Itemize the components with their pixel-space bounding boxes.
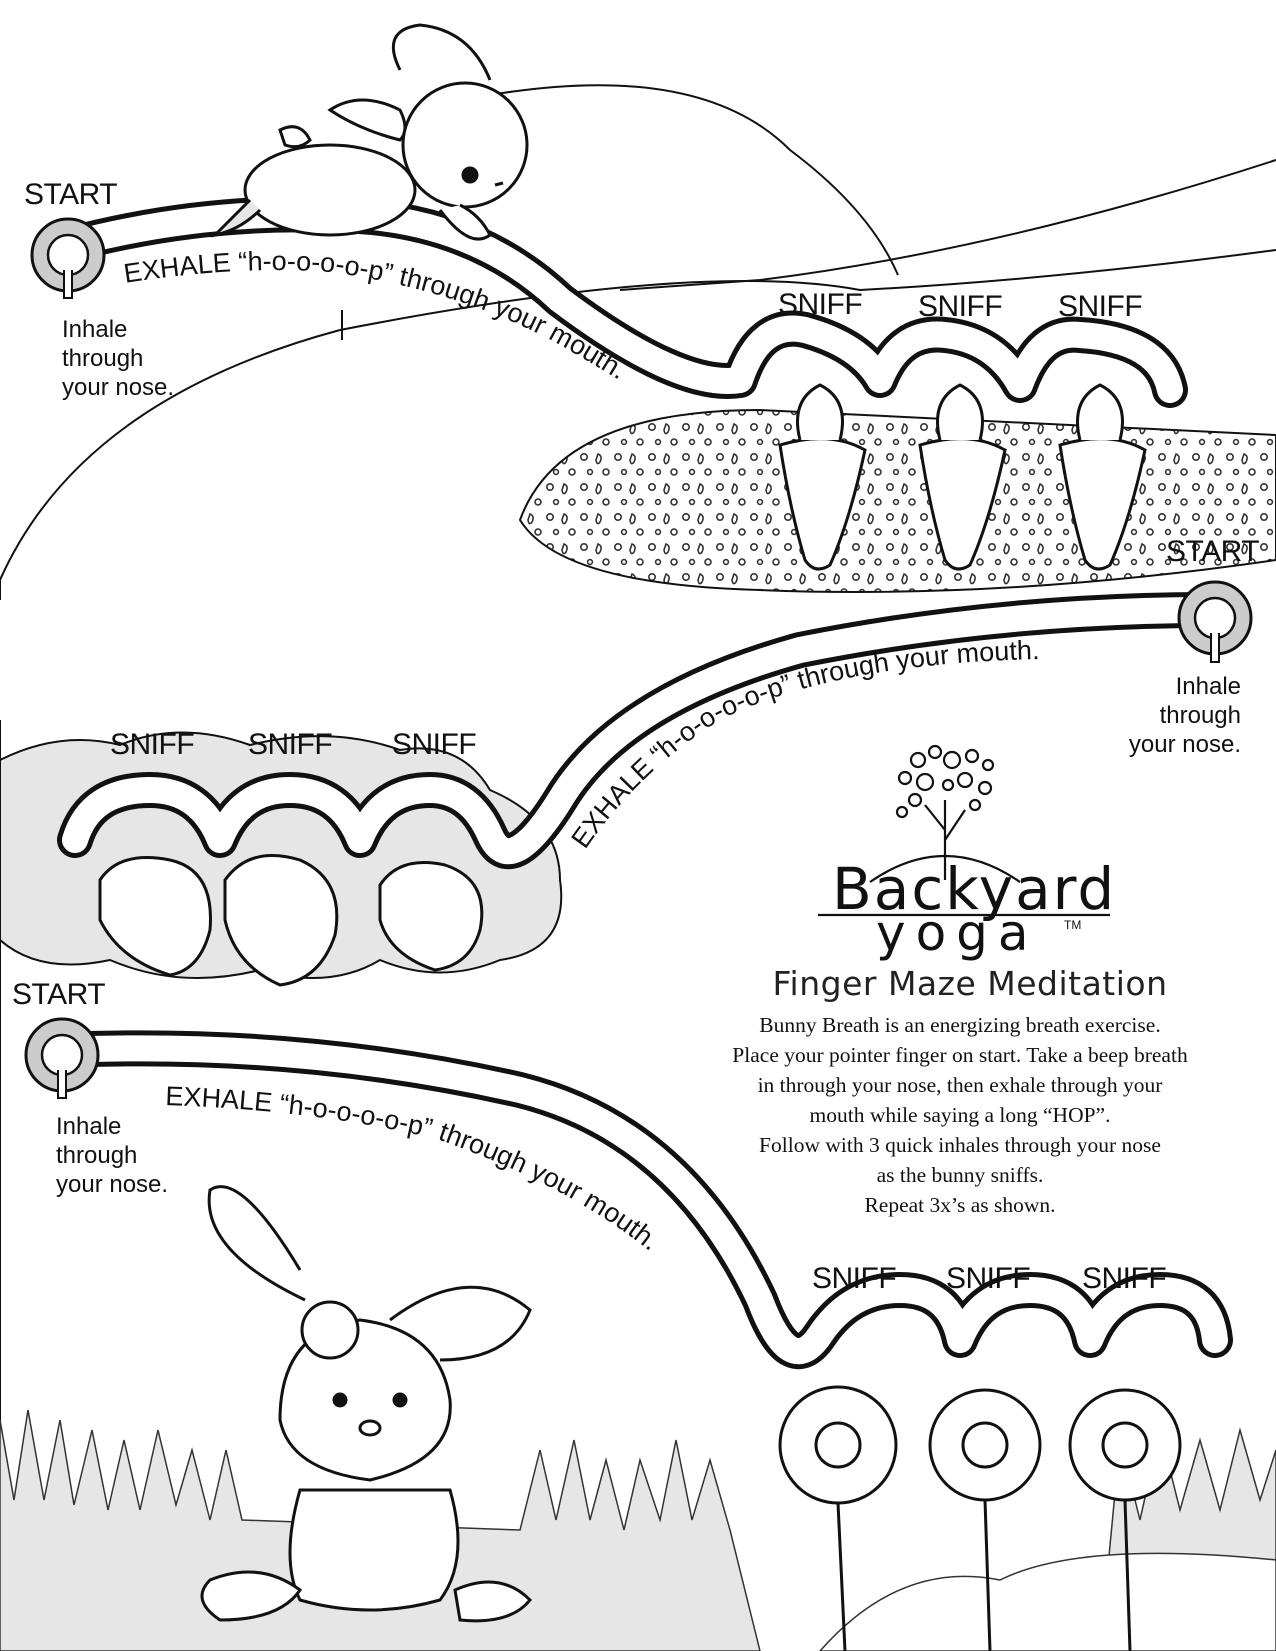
sniff-label: SNIFF (1058, 290, 1143, 323)
sniff-label: SNIFF (812, 1262, 897, 1295)
flowers-illustration (778, 1385, 1182, 1651)
sniff-label: SNIFF (110, 728, 195, 761)
sniff-label: SNIFF (1082, 1262, 1167, 1295)
background-hills (0, 84, 1276, 1651)
instruction-line: Place your pointer finger on start. Take… (732, 1043, 1188, 1067)
instruction-line: as the bunny sniffs. (876, 1163, 1044, 1187)
inhale-label-2: Inhale through your nose. (1128, 673, 1241, 758)
start-label-3: START (12, 978, 106, 1011)
start-circle-1[interactable] (30, 217, 106, 299)
sitting-bunny-illustration (200, 1185, 533, 1623)
hopping-bunny-illustration (210, 23, 529, 241)
inhale-label-1: Inhale through your nose. (62, 316, 175, 401)
logo-tree-icon (818, 744, 1110, 917)
sniff-label: SNIFF (946, 1262, 1031, 1295)
instruction-line: Follow with 3 quick inhales through your… (759, 1133, 1161, 1157)
inhale-label-3: Inhale through your nose. (56, 1113, 169, 1198)
sniff-label: SNIFF (392, 728, 477, 761)
page-title: Finger Maze Meditation (772, 964, 1168, 1003)
sniff-label: SNIFF (918, 290, 1003, 323)
start-circle-3[interactable] (24, 1017, 100, 1099)
start-label-2: START (1166, 535, 1260, 568)
exhale-label-1: EXHALE “h-o-o-o-o-p” through your mouth. (122, 246, 632, 385)
logo-text-backyard: Backyard (832, 855, 1117, 923)
instructions-block: Bunny Breath is an energizing breath exe… (680, 1010, 1240, 1220)
instruction-line: Bunny Breath is an energizing breath exe… (759, 1013, 1161, 1037)
carrots-illustration (778, 383, 1147, 571)
instruction-line: in through your nose, then exhale throug… (757, 1073, 1163, 1097)
strawberries-illustration (98, 854, 484, 987)
start-label-1: START (24, 178, 118, 211)
start-circle-2[interactable] (1177, 580, 1253, 663)
exhale-label-2: EXHALE “h-o-o-o-o-p” through your mouth. (565, 635, 1039, 853)
sniff-label: SNIFF (248, 728, 333, 761)
sniff-label: SNIFF (778, 288, 863, 321)
instruction-line: mouth while saying a long “HOP”. (809, 1103, 1111, 1127)
seed-field (518, 408, 1276, 593)
logo-text-yoga: yoga (876, 904, 1039, 962)
trademark-mark: TM (1064, 918, 1082, 932)
instruction-line: Repeat 3x’s as shown. (864, 1193, 1056, 1217)
